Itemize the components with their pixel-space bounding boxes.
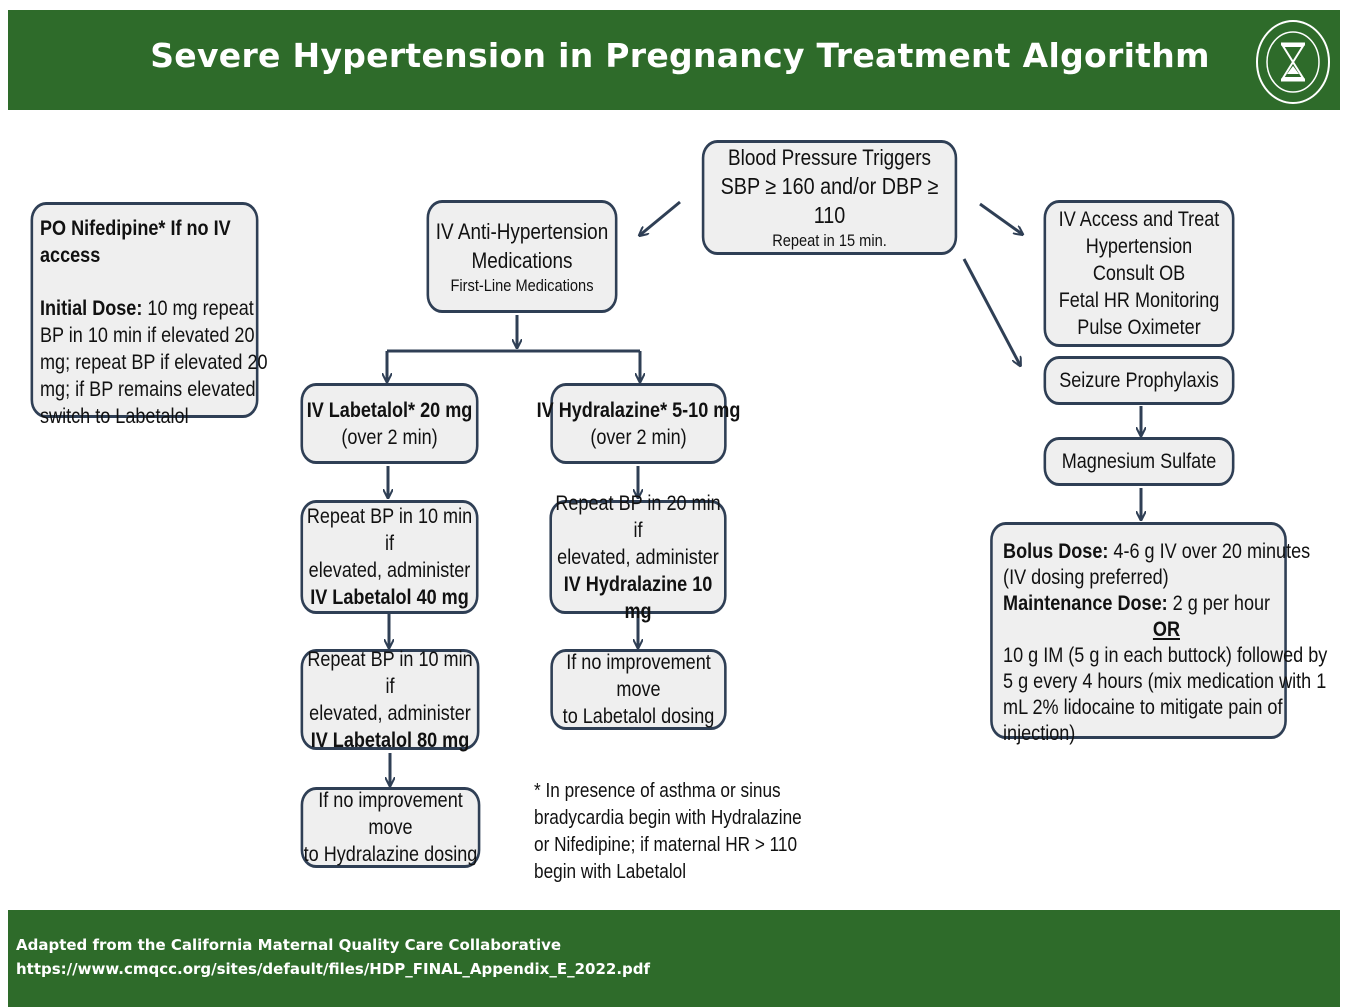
hydralazine-10-dose: IV Hydralazine 10 mg: [563, 572, 713, 623]
po-nifedipine-dose-label: Initial Dose:: [40, 297, 143, 320]
bp-triggers-box: Blood Pressure Triggers SBP ≥ 160 and/or…: [701, 140, 958, 255]
or-divider: OR: [1152, 618, 1180, 641]
iv-meds-subtitle: First-Line Medications: [450, 275, 594, 295]
footer-source: Adapted from the California Maternal Qua…: [16, 936, 562, 954]
labetalol-20-box: IV Labetalol* 20 mg (over 2 min): [300, 383, 479, 464]
no-improve-hydralazine-line1: If no improvement move: [318, 789, 463, 839]
abem-seal-icon: [1256, 20, 1330, 104]
no-improve-labetalol-line2: to Labetalol dosing: [562, 705, 715, 728]
iv-access-line1: IV Access and Treat: [1058, 208, 1220, 231]
arrow-bp-to-meds: [640, 200, 681, 235]
bolus-dose-text: Bolus Dose: 4-6 g IV over 20 minutes (IV…: [1003, 539, 1330, 591]
labetalol-40-line2: elevated, administer: [308, 559, 471, 582]
hydralazine-10-box: Repeat BP in 20 min if elevated, adminis…: [549, 492, 727, 623]
iv-access-line5: Pulse Oximeter: [1077, 316, 1201, 339]
iv-meds-box: IV Anti-Hypertension Medications First-L…: [426, 200, 618, 313]
bp-triggers-title: Blood Pressure Triggers: [728, 145, 931, 170]
hydralazine-5-10-box: IV Hydralazine* 5-10 mg (over 2 min): [537, 383, 740, 464]
iv-meds-line1: IV Anti-Hypertension: [435, 218, 609, 244]
labetalol-80-line1: Repeat BP in 10 min if: [307, 647, 473, 698]
labetalol-80-box: Repeat BP in 10 min if elevated, adminis…: [300, 647, 480, 752]
maintenance-dose-label: Maintenance Dose:: [1003, 592, 1168, 615]
labetalol-40-dose: IV Labetalol 40 mg: [310, 586, 469, 609]
hydralazine-10-line1: Repeat BP in 20 min if: [555, 491, 721, 542]
iv-access-line3: Consult OB: [1092, 262, 1186, 285]
labetalol-40-line1: Repeat BP in 10 min if: [306, 505, 473, 555]
footer-bar: [8, 910, 1340, 1007]
no-improve-hydralazine-line2: to Hydralazine dosing: [303, 843, 478, 866]
magnesium-sulfate-box: Magnesium Sulfate: [1043, 437, 1235, 486]
bolus-dose-box: Bolus Dose: 4-6 g IV over 20 minutes (IV…: [990, 522, 1327, 745]
bp-triggers-threshold: SBP ≥ 160 and/or DBP ≥ 110: [720, 173, 939, 228]
header-bar: [8, 10, 1340, 110]
labetalol-80-dose: IV Labetalol 80 mg: [310, 728, 470, 752]
labetalol-20-sub: (over 2 min): [341, 425, 438, 449]
po-nifedipine-dose: Initial Dose: 10 mg repeat BP in 10 min …: [40, 295, 272, 430]
labetalol-20-title: IV Labetalol* 20 mg: [306, 398, 473, 422]
footer-url[interactable]: https://www.cmqcc.org/sites/default/file…: [16, 960, 651, 978]
iv-access-line4: Fetal HR Monitoring: [1058, 289, 1220, 312]
bp-triggers-repeat: Repeat in 15 min.: [772, 231, 887, 250]
page-title: Severe Hypertension in Pregnancy Treatme…: [150, 36, 1210, 75]
no-improve-labetalol-box: If no improvement move to Labetalol dosi…: [550, 649, 727, 730]
seizure-prophylaxis-label: Seizure Prophylaxis: [1059, 369, 1219, 392]
bolus-dose-value: 4-6 g IV over 20 minutes (IV dosing pref…: [1003, 540, 1311, 589]
iv-meds-line2: Medications: [471, 247, 573, 273]
maintenance-dose-text: Maintenance Dose: 2 g per hour: [1003, 591, 1270, 617]
arrow-bp-to-seizure: [962, 258, 1020, 365]
footnote: * In presence of asthma or sinus bradyca…: [534, 780, 802, 883]
labetalol-80-line2: elevated, administer: [309, 701, 471, 725]
hydralazine-5-10-sub: (over 2 min): [590, 425, 687, 449]
im-dose-text: 10 g IM (5 g in each buttock) followed b…: [1003, 644, 1328, 745]
po-nifedipine-heading: PO Nifedipine* If no IV access: [40, 217, 231, 267]
bolus-dose-label: Bolus Dose:: [1003, 540, 1109, 563]
no-improve-hydralazine-box: If no improvement move to Hydralazine do…: [300, 787, 481, 868]
labetalol-40-box: Repeat BP in 10 min if elevated, adminis…: [300, 500, 479, 614]
seizure-prophylaxis-box: Seizure Prophylaxis: [1043, 356, 1235, 405]
iv-access-box: IV Access and Treat Hypertension Consult…: [1043, 200, 1235, 347]
magnesium-sulfate-label: Magnesium Sulfate: [1061, 450, 1217, 473]
hydralazine-5-10-title: IV Hydralazine* 5-10 mg: [536, 398, 741, 422]
po-nifedipine-dose-text: 10 mg repeat BP in 10 min if elevated 20…: [40, 297, 268, 428]
po-nifedipine-box: PO Nifedipine* If no IV access Initial D…: [30, 202, 268, 428]
iv-access-line2: Hypertension: [1085, 235, 1193, 258]
hydralazine-10-line2: elevated, administer: [557, 545, 719, 569]
no-improve-labetalol-line1: If no improvement move: [566, 651, 711, 701]
arrow-bp-to-access: [979, 202, 1022, 234]
maintenance-dose-value: 2 g per hour: [1167, 592, 1271, 615]
